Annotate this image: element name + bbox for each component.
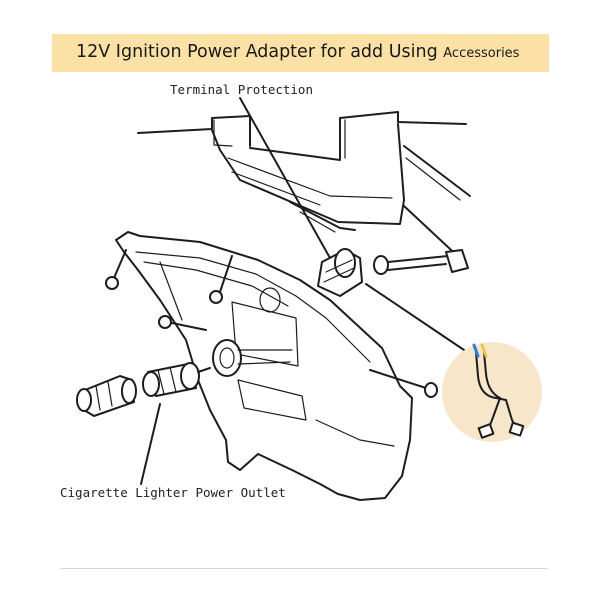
harness-inset	[442, 342, 542, 442]
outlet-housing	[142, 362, 211, 397]
leader-terminal	[239, 97, 331, 259]
dashboard-outline	[137, 111, 471, 263]
banner-title-small: Accessories	[443, 46, 520, 61]
banner-title-main: 12V Ignition Power Adapter for add Using	[76, 42, 444, 62]
terminal-connector	[317, 248, 363, 297]
screw-top	[209, 255, 233, 304]
screw-right	[369, 369, 438, 398]
callout-terminal-protection: Terminal Protection	[170, 82, 313, 97]
mounting-panel	[115, 231, 413, 501]
wire-harness-plug	[373, 249, 469, 275]
screw-left	[105, 249, 127, 290]
lighter-plug	[76, 375, 137, 417]
leader-outlet	[140, 403, 161, 485]
screw-middle	[158, 315, 207, 331]
banner-title: 12V Ignition Power Adapter for add Using…	[76, 42, 519, 62]
leader-inset	[365, 283, 465, 351]
bottom-divider	[60, 568, 548, 569]
title-banner: 12V Ignition Power Adapter for add Using…	[52, 34, 549, 72]
socket-mount-ring	[212, 339, 293, 377]
callout-lighter-outlet: Cigarette Lighter Power Outlet	[60, 485, 286, 500]
